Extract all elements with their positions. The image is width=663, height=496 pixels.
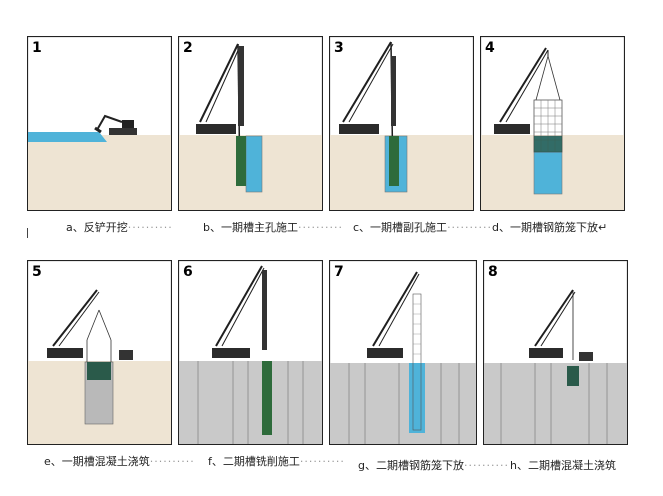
- steel-cage-icon: [412, 293, 422, 431]
- step-7-panel: 7: [329, 260, 477, 445]
- step-8-panel: 8: [483, 260, 628, 445]
- caption-step-3: c、一期槽副孔施工··········: [353, 221, 493, 234]
- step-3-panel: 3: [329, 36, 474, 211]
- step-5-panel: 5: [27, 260, 172, 445]
- caption-step-7: g、二期槽钢筋笼下放··········: [358, 459, 509, 472]
- step-number: 3: [334, 40, 344, 56]
- step-1-panel: 1: [27, 36, 172, 211]
- crawler-crane-icon: [47, 289, 133, 360]
- step-number: 7: [334, 264, 344, 280]
- excavator-icon: [94, 114, 137, 135]
- step-number: 4: [485, 40, 495, 56]
- caption-step-1: a、反铲开挖··········: [66, 221, 173, 234]
- crawler-crane-icon: [529, 289, 593, 361]
- steel-cage-icon: [533, 55, 563, 153]
- caption-step-8: h、二期槽混凝土浇筑: [510, 459, 616, 472]
- margin-mark: [27, 228, 40, 238]
- caption-step-4: d、一期槽钢筋笼下放↵: [492, 221, 608, 234]
- caption-step-2: b、一期槽主孔施工··········: [203, 221, 343, 234]
- step-number: 8: [488, 264, 498, 280]
- caption-step-6: f、二期槽铣削施工··········: [208, 455, 345, 468]
- crawler-crane-icon: [494, 47, 549, 134]
- step-number: 5: [32, 264, 42, 280]
- step-6-panel: 6: [178, 260, 323, 445]
- step-number: 6: [183, 264, 193, 280]
- step-2-panel: 2: [178, 36, 323, 211]
- step-number: 1: [32, 40, 42, 56]
- hydro-mill-crane-icon: [196, 43, 246, 187]
- water-trench: [28, 132, 107, 142]
- hydro-mill-crane-icon: [339, 41, 399, 187]
- hydro-mill-crane-icon: [212, 265, 267, 358]
- caption-step-5: e、一期槽混凝土浇筑··········: [44, 455, 195, 468]
- step-number: 2: [183, 40, 193, 56]
- crawler-crane-icon: [367, 271, 420, 358]
- step-4-panel: 4: [480, 36, 625, 211]
- tremie-frame-icon: [86, 309, 112, 362]
